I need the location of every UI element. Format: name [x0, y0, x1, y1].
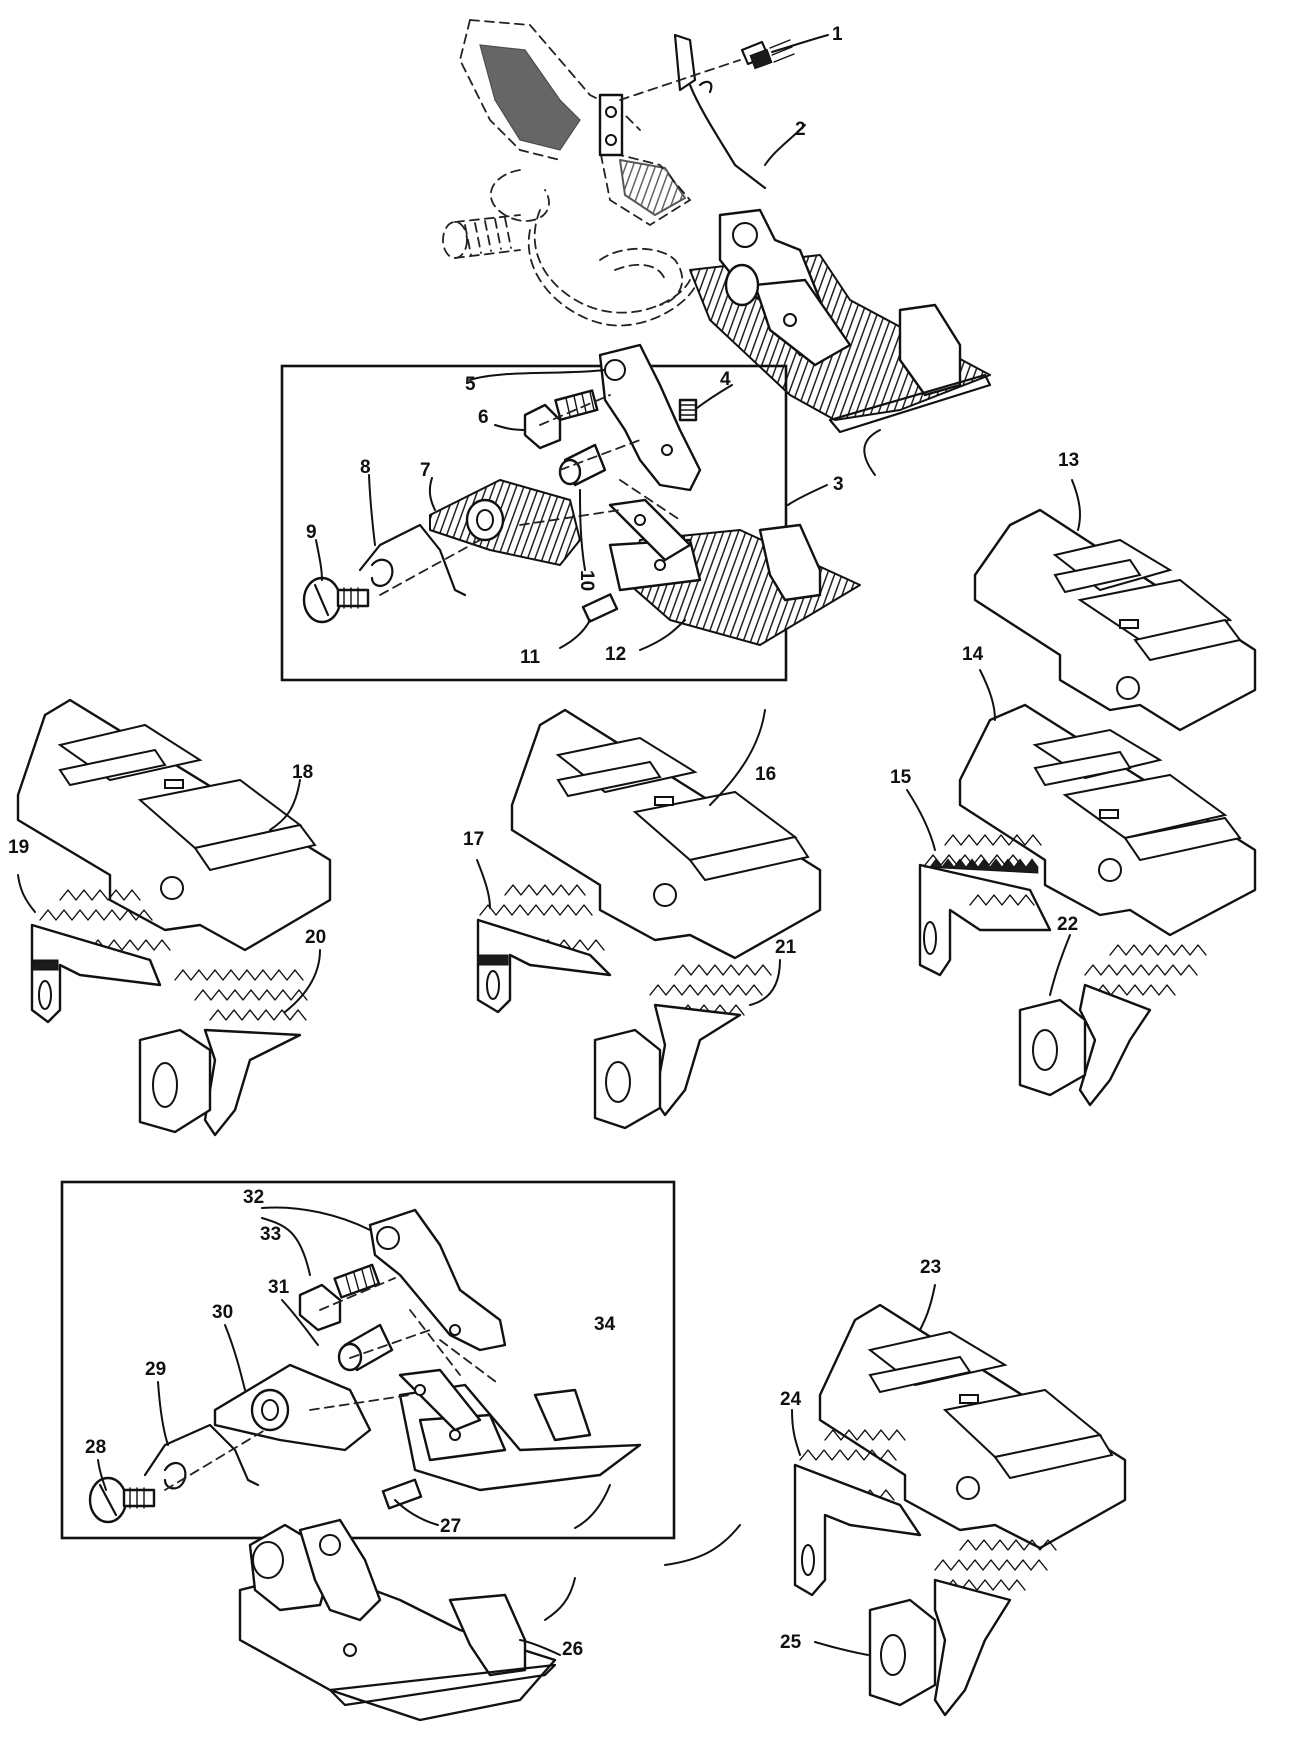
callout-16: 16 — [755, 764, 776, 785]
part-5-presser-foot-shank — [598, 343, 702, 492]
callout-28: 28 — [85, 1437, 106, 1458]
part-15-feed-dog — [918, 834, 1052, 977]
part-25-feed-dog — [868, 1539, 1057, 1717]
callout-25: 25 — [780, 1632, 802, 1653]
part-31-hinge-pin — [337, 1323, 394, 1372]
part-6-hex-screw — [523, 389, 599, 450]
callout-17: 17 — [463, 829, 484, 850]
part-10-hinge-pin — [558, 443, 607, 487]
callout-14: 14 — [962, 644, 984, 665]
callout-22: 22 — [1057, 914, 1078, 935]
inset-box-upper — [280, 364, 788, 682]
part-11-pin — [581, 593, 619, 623]
part-8-foot-spring — [358, 523, 467, 597]
part-4-set-screw — [678, 398, 698, 422]
part-12-foot-sole — [608, 498, 861, 646]
part-17-feed-dog — [476, 884, 612, 1014]
callout-5: 5 — [465, 374, 476, 395]
part-3-presser-foot-assembled — [689, 208, 992, 434]
callout-18: 18 — [292, 762, 313, 783]
callout-26: 26 — [562, 1639, 583, 1660]
inset-box-lower — [60, 1180, 676, 1540]
part-20-feed-dog — [138, 969, 308, 1137]
callout-30: 30 — [212, 1302, 233, 1323]
part-28-hinge-screw — [88, 1476, 156, 1524]
callout-32: 32 — [243, 1187, 264, 1208]
callout-34: 34 — [594, 1314, 616, 1335]
callout-20: 20 — [305, 927, 326, 948]
part-27-pin — [381, 1478, 423, 1510]
part-29-foot-spring — [143, 1423, 260, 1490]
part-9-hinge-screw — [302, 576, 370, 624]
callout-15: 15 — [890, 767, 912, 788]
callout-24: 24 — [780, 1389, 802, 1410]
part-2-wire-spring — [619, 33, 767, 190]
inset-2-leader-lines — [164, 1277, 501, 1491]
callout-12: 12 — [605, 644, 626, 665]
part-26-presser-foot-assembled — [238, 1518, 557, 1722]
part-7-foot-hinge-plate — [429, 479, 581, 566]
callout-4: 4 — [720, 369, 731, 390]
part-32-presser-foot-shank — [368, 1208, 507, 1352]
callout-10: 10 — [576, 570, 597, 591]
callout-13: 13 — [1058, 450, 1079, 471]
part-34-foot-sole — [398, 1368, 642, 1492]
part-30-foot-hinge-plate — [213, 1363, 372, 1452]
callout-6: 6 — [478, 407, 489, 428]
callout-29: 29 — [145, 1359, 166, 1380]
callout-33: 33 — [260, 1224, 281, 1245]
part-33-hex-screw — [298, 1263, 381, 1332]
callout-7: 7 — [420, 460, 431, 481]
callout-1: 1 — [832, 24, 843, 45]
part-21-feed-dog — [593, 964, 772, 1130]
callout-31: 31 — [268, 1277, 290, 1298]
callout-8: 8 — [360, 457, 371, 478]
callout-3: 3 — [833, 474, 844, 495]
callout-23: 23 — [920, 1257, 941, 1278]
part-22-feed-dog — [1018, 944, 1207, 1107]
callout-11: 11 — [520, 647, 541, 668]
part-16-throat-plate — [510, 708, 822, 960]
presser-bar-assembly — [442, 19, 701, 327]
leader-arrows — [17, 34, 1081, 1656]
callout-27: 27 — [440, 1516, 461, 1537]
part-19-feed-dog — [30, 889, 171, 1024]
inset-1-leader-lines — [379, 394, 681, 596]
part-14-throat-plate — [958, 703, 1257, 937]
part-24-feed-dog — [793, 1429, 922, 1597]
callout-19: 19 — [8, 837, 29, 858]
part-1-thumb-screw — [740, 39, 795, 70]
part-18-throat-plate — [16, 698, 332, 952]
part-13-throat-plate — [973, 508, 1257, 732]
callout-9: 9 — [306, 522, 317, 543]
callout-labels: 1 2 3 4 5 6 7 8 9 10 11 12 13 14 15 16 1… — [8, 24, 1079, 1660]
callout-2: 2 — [795, 119, 806, 140]
part-23-throat-plate — [818, 1303, 1127, 1550]
callout-21: 21 — [775, 937, 797, 958]
